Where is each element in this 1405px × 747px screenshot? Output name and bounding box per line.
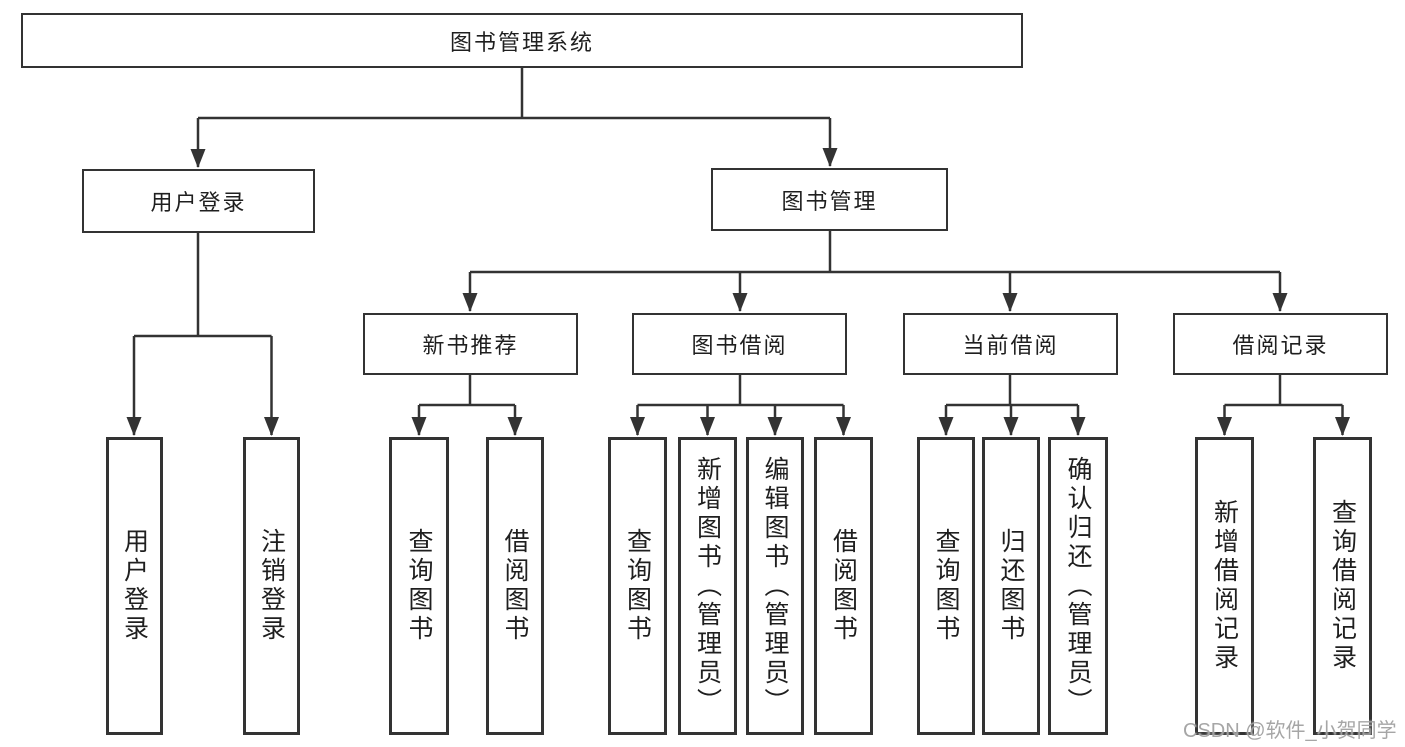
leaf-query-books-current: 查询图书 [917,437,975,735]
leaf-edit-books-admin: 编辑图书（管理员） [746,437,804,735]
node-book-management: 图书管理 [711,168,948,231]
node-library-management-system: 图书管理系统 [21,13,1023,68]
leaf-add-books-admin: 新增图书（管理员） [678,437,737,735]
csdn-watermark: CSDN @软件_小贺同学 [1183,720,1397,742]
leaf-borrow-books-recommend: 借阅图书 [486,437,544,735]
leaf-query-books-borrowing: 查询图书 [608,437,667,735]
node-book-borrowing: 图书借阅 [632,313,847,375]
leaf-query-borrow-record: 查询借阅记录 [1313,437,1372,735]
node-new-book-recommendation: 新书推荐 [363,313,578,375]
leaf-query-books-recommend: 查询图书 [389,437,449,735]
node-user-login: 用户登录 [82,169,315,233]
node-current-borrowing: 当前借阅 [903,313,1118,375]
leaf-return-books: 归还图书 [982,437,1040,735]
leaf-user-login: 用户登录 [106,437,163,735]
leaf-add-borrow-record: 新增借阅记录 [1195,437,1254,735]
node-borrowing-records: 借阅记录 [1173,313,1388,375]
leaf-confirm-return-admin: 确认归还（管理员） [1048,437,1108,735]
leaf-logout: 注销登录 [243,437,300,735]
leaf-borrow-books: 借阅图书 [814,437,873,735]
